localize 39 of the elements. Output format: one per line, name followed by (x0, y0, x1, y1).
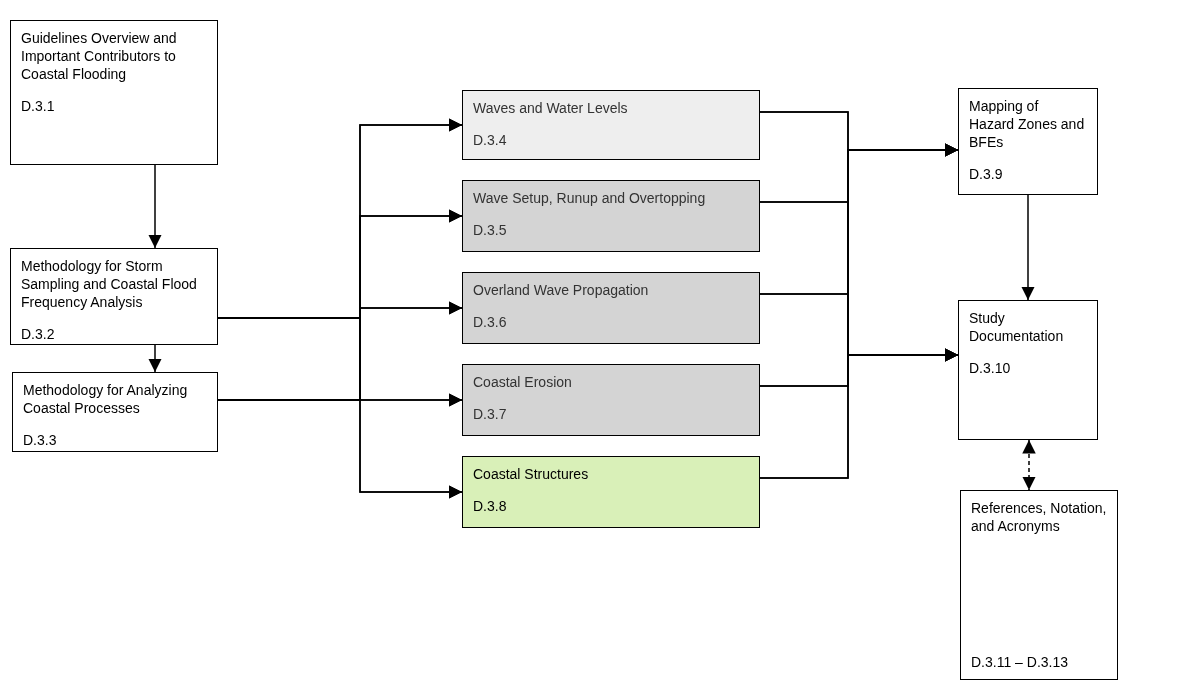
section-number: D.3.9 (969, 165, 1004, 183)
section-number: D.3.10 (969, 359, 1012, 377)
process-box (462, 90, 760, 160)
arrow (759, 348, 959, 479)
section-number: D.3.5 (473, 221, 508, 239)
arrow (1021, 194, 1035, 301)
arrow (1022, 439, 1036, 491)
process-box (960, 490, 1118, 680)
process-box (462, 180, 760, 252)
process-box (958, 300, 1098, 440)
section-number: D.3.7 (473, 405, 508, 423)
box-title: References, Notation, and Acronyms (971, 499, 1107, 535)
section-number: D.3.1 (21, 97, 56, 115)
box-title: Wave Setup, Runup and Overtopping (473, 189, 707, 207)
box-title: Waves and Water Levels (473, 99, 629, 117)
box-title: Overland Wave Propagation (473, 281, 650, 299)
section-number: D.3.8 (473, 497, 508, 515)
arrow (217, 399, 463, 499)
box-title: Study Documentation (969, 309, 1065, 345)
box-title: Methodology for Analyzing Coastal Processes (23, 381, 189, 417)
process-box (12, 372, 218, 452)
box-title: Methodology for Storm Sampling and Coastal Flood Frequency Analysis (21, 257, 198, 311)
section-number: D.3.3 (23, 431, 58, 449)
arrow (148, 164, 162, 249)
process-box (462, 364, 760, 436)
process-box (958, 88, 1098, 195)
box-title: Guidelines Overview and Important Contributors to Coastal Flooding (21, 29, 178, 83)
section-number: D.3.4 (473, 131, 508, 149)
process-box (10, 248, 218, 345)
box-title: Coastal Erosion (473, 373, 573, 391)
process-box (462, 272, 760, 344)
box-title: Mapping of Hazard Zones and BFEs (969, 97, 1086, 151)
process-box (462, 456, 760, 528)
section-number: D.3.6 (473, 313, 508, 331)
section-number: D.3.11 – D.3.13 (971, 653, 1070, 671)
box-title: Coastal Structures (473, 465, 590, 483)
section-number: D.3.2 (21, 325, 56, 343)
arrow (148, 344, 162, 373)
process-box (10, 20, 218, 165)
